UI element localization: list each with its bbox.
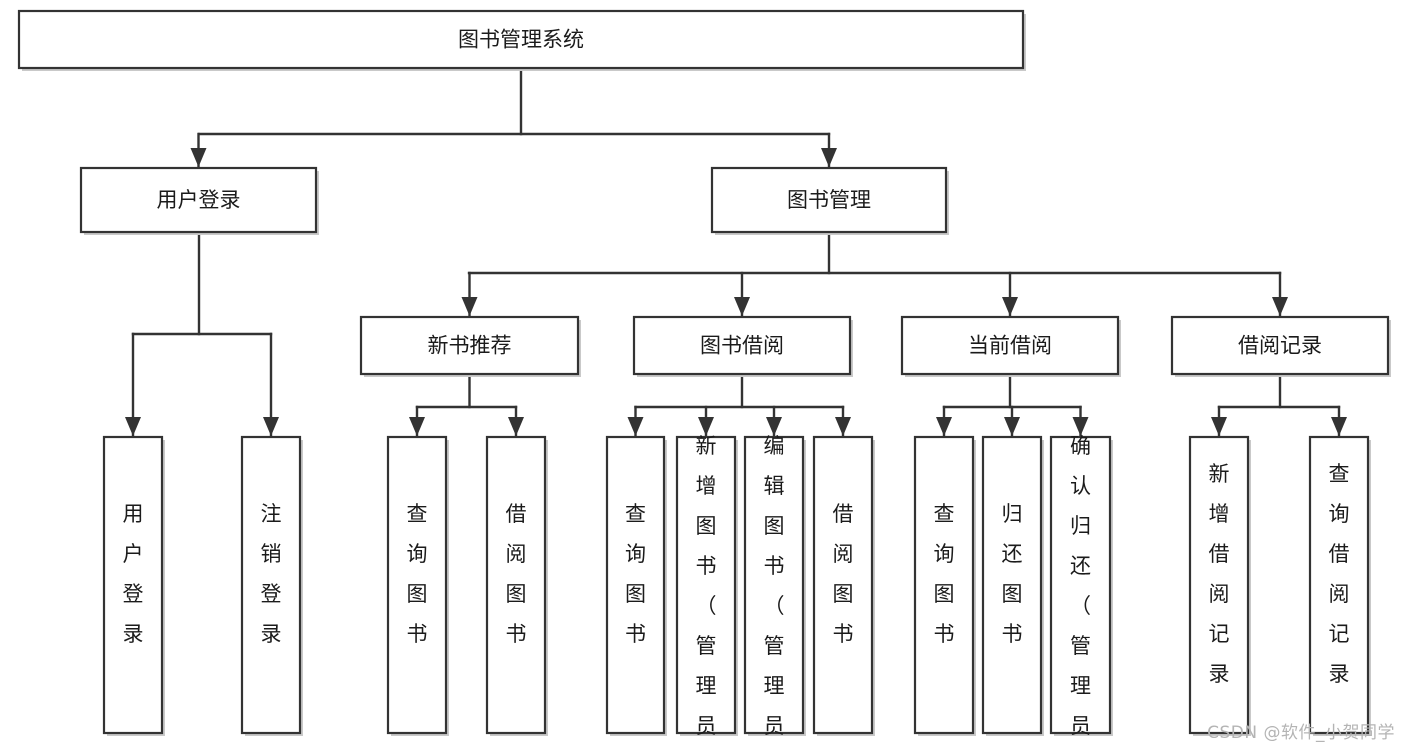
arrow-head-icon-new-book-rec bbox=[461, 297, 478, 316]
node-label: 新书推荐 bbox=[428, 334, 512, 358]
node-rect[interactable] bbox=[675, 435, 737, 735]
arrow-head-icon-borrow-records bbox=[1272, 297, 1288, 316]
node-rect[interactable] bbox=[981, 435, 1043, 735]
node-label: 图书借阅 bbox=[700, 334, 784, 358]
node-label: 借阅记录 bbox=[1238, 334, 1322, 358]
arrow-head-icon-cb-confirm-return bbox=[1072, 417, 1089, 436]
node-bb-edit-book[interactable]: 编辑图书（管理员） bbox=[743, 434, 806, 747]
arrow-head-icon-book-borrow bbox=[734, 297, 750, 316]
node-current-borrow[interactable]: 当前借阅 bbox=[900, 315, 1121, 377]
node-label: 新增图书（管理员） bbox=[696, 434, 717, 747]
node-rect[interactable] bbox=[632, 315, 852, 376]
node-rect[interactable] bbox=[102, 435, 164, 735]
node-rect[interactable] bbox=[605, 435, 666, 735]
node-label: 用户登录 bbox=[157, 188, 241, 212]
node-br-query-record[interactable]: 查询借阅记录 bbox=[1308, 435, 1371, 736]
arrow-head-icon-user-logout bbox=[263, 417, 279, 436]
node-label: 图书管理 bbox=[787, 188, 871, 212]
node-rect[interactable] bbox=[743, 435, 805, 735]
arrow-head-icon-user-login-do bbox=[125, 417, 141, 436]
node-label: 查询借阅记录 bbox=[1329, 462, 1350, 686]
node-label: 确认归还（管理员） bbox=[1070, 434, 1091, 747]
node-boxes-layer: 图书管理系统用户登录图书管理用户登录注销登录新书推荐查询图书借阅图书图书借阅查询… bbox=[17, 9, 1391, 747]
connector-lines-layer bbox=[125, 66, 1347, 438]
arrow-head-icon-nbr-borrow-book bbox=[508, 417, 524, 436]
arrow-head-icon-br-query-record bbox=[1331, 417, 1347, 436]
node-bb-query-book[interactable]: 查询图书 bbox=[605, 435, 667, 736]
arrow-head-icon-bb-borrow-book bbox=[835, 417, 851, 436]
node-borrow-records[interactable]: 借阅记录 bbox=[1170, 315, 1391, 377]
node-label: 用户登录 bbox=[123, 502, 144, 646]
node-rect[interactable] bbox=[79, 166, 318, 234]
node-rect[interactable] bbox=[1188, 435, 1250, 735]
node-rect[interactable] bbox=[240, 435, 302, 735]
node-label: 注销登录 bbox=[261, 502, 282, 646]
node-label: 归还图书 bbox=[1002, 502, 1023, 646]
node-rect[interactable] bbox=[1308, 435, 1370, 735]
node-rect[interactable] bbox=[812, 435, 874, 735]
node-label: 查询图书 bbox=[407, 502, 428, 646]
node-label: 图书管理系统 bbox=[458, 28, 584, 52]
node-label: 查询图书 bbox=[934, 502, 955, 646]
arrow-head-icon-book-manage bbox=[821, 148, 837, 167]
arrow-head-icon-bb-add-book bbox=[698, 417, 714, 436]
arrow-head-icon-br-add-record bbox=[1211, 417, 1227, 436]
node-rect[interactable] bbox=[17, 9, 1025, 70]
node-rect[interactable] bbox=[1049, 435, 1112, 735]
node-label: 借阅图书 bbox=[833, 502, 854, 646]
node-label: 新增借阅记录 bbox=[1209, 462, 1230, 686]
arrow-head-icon-bb-edit-book bbox=[766, 417, 782, 436]
node-new-book-rec[interactable]: 新书推荐 bbox=[359, 315, 581, 377]
node-label: 编辑图书（管理员） bbox=[764, 434, 785, 747]
node-rect[interactable] bbox=[485, 435, 547, 735]
arrow-head-icon-nbr-query-book bbox=[409, 417, 425, 436]
node-nbr-query-book[interactable]: 查询图书 bbox=[386, 435, 449, 736]
node-cb-return-book[interactable]: 归还图书 bbox=[981, 435, 1044, 736]
node-root-root[interactable]: 图书管理系统 bbox=[17, 9, 1026, 71]
node-user-logout[interactable]: 注销登录 bbox=[240, 435, 303, 736]
node-rect[interactable] bbox=[359, 315, 580, 376]
node-nbr-borrow-book[interactable]: 借阅图书 bbox=[485, 435, 548, 736]
arrow-head-icon-bb-query-book bbox=[627, 417, 644, 436]
arrow-head-icon-current-borrow bbox=[1002, 297, 1018, 316]
node-book-borrow[interactable]: 图书借阅 bbox=[632, 315, 853, 377]
arrow-head-icon-cb-query-book bbox=[936, 417, 952, 436]
node-label: 当前借阅 bbox=[968, 334, 1052, 358]
csdn-watermark: CSDN @软件_小贺同学 bbox=[1207, 723, 1395, 743]
node-br-add-record[interactable]: 新增借阅记录 bbox=[1188, 435, 1251, 736]
node-label: 查询图书 bbox=[625, 502, 646, 646]
arrow-head-icon-user-login bbox=[190, 148, 207, 167]
node-rect[interactable] bbox=[710, 166, 948, 234]
node-cb-confirm-return[interactable]: 确认归还（管理员） bbox=[1049, 434, 1113, 747]
arrow-head-icon-cb-return-book bbox=[1004, 417, 1020, 436]
node-rect[interactable] bbox=[386, 435, 448, 735]
node-bb-borrow-book[interactable]: 借阅图书 bbox=[812, 435, 875, 736]
node-user-login-do[interactable]: 用户登录 bbox=[102, 435, 165, 736]
node-book-manage[interactable]: 图书管理 bbox=[710, 166, 949, 235]
node-cb-query-book[interactable]: 查询图书 bbox=[913, 435, 976, 736]
node-rect[interactable] bbox=[900, 315, 1120, 376]
node-rect[interactable] bbox=[913, 435, 975, 735]
node-bb-add-book[interactable]: 新增图书（管理员） bbox=[675, 434, 738, 747]
node-label: 借阅图书 bbox=[506, 502, 527, 646]
node-user-login[interactable]: 用户登录 bbox=[79, 166, 319, 235]
node-rect[interactable] bbox=[1170, 315, 1390, 376]
